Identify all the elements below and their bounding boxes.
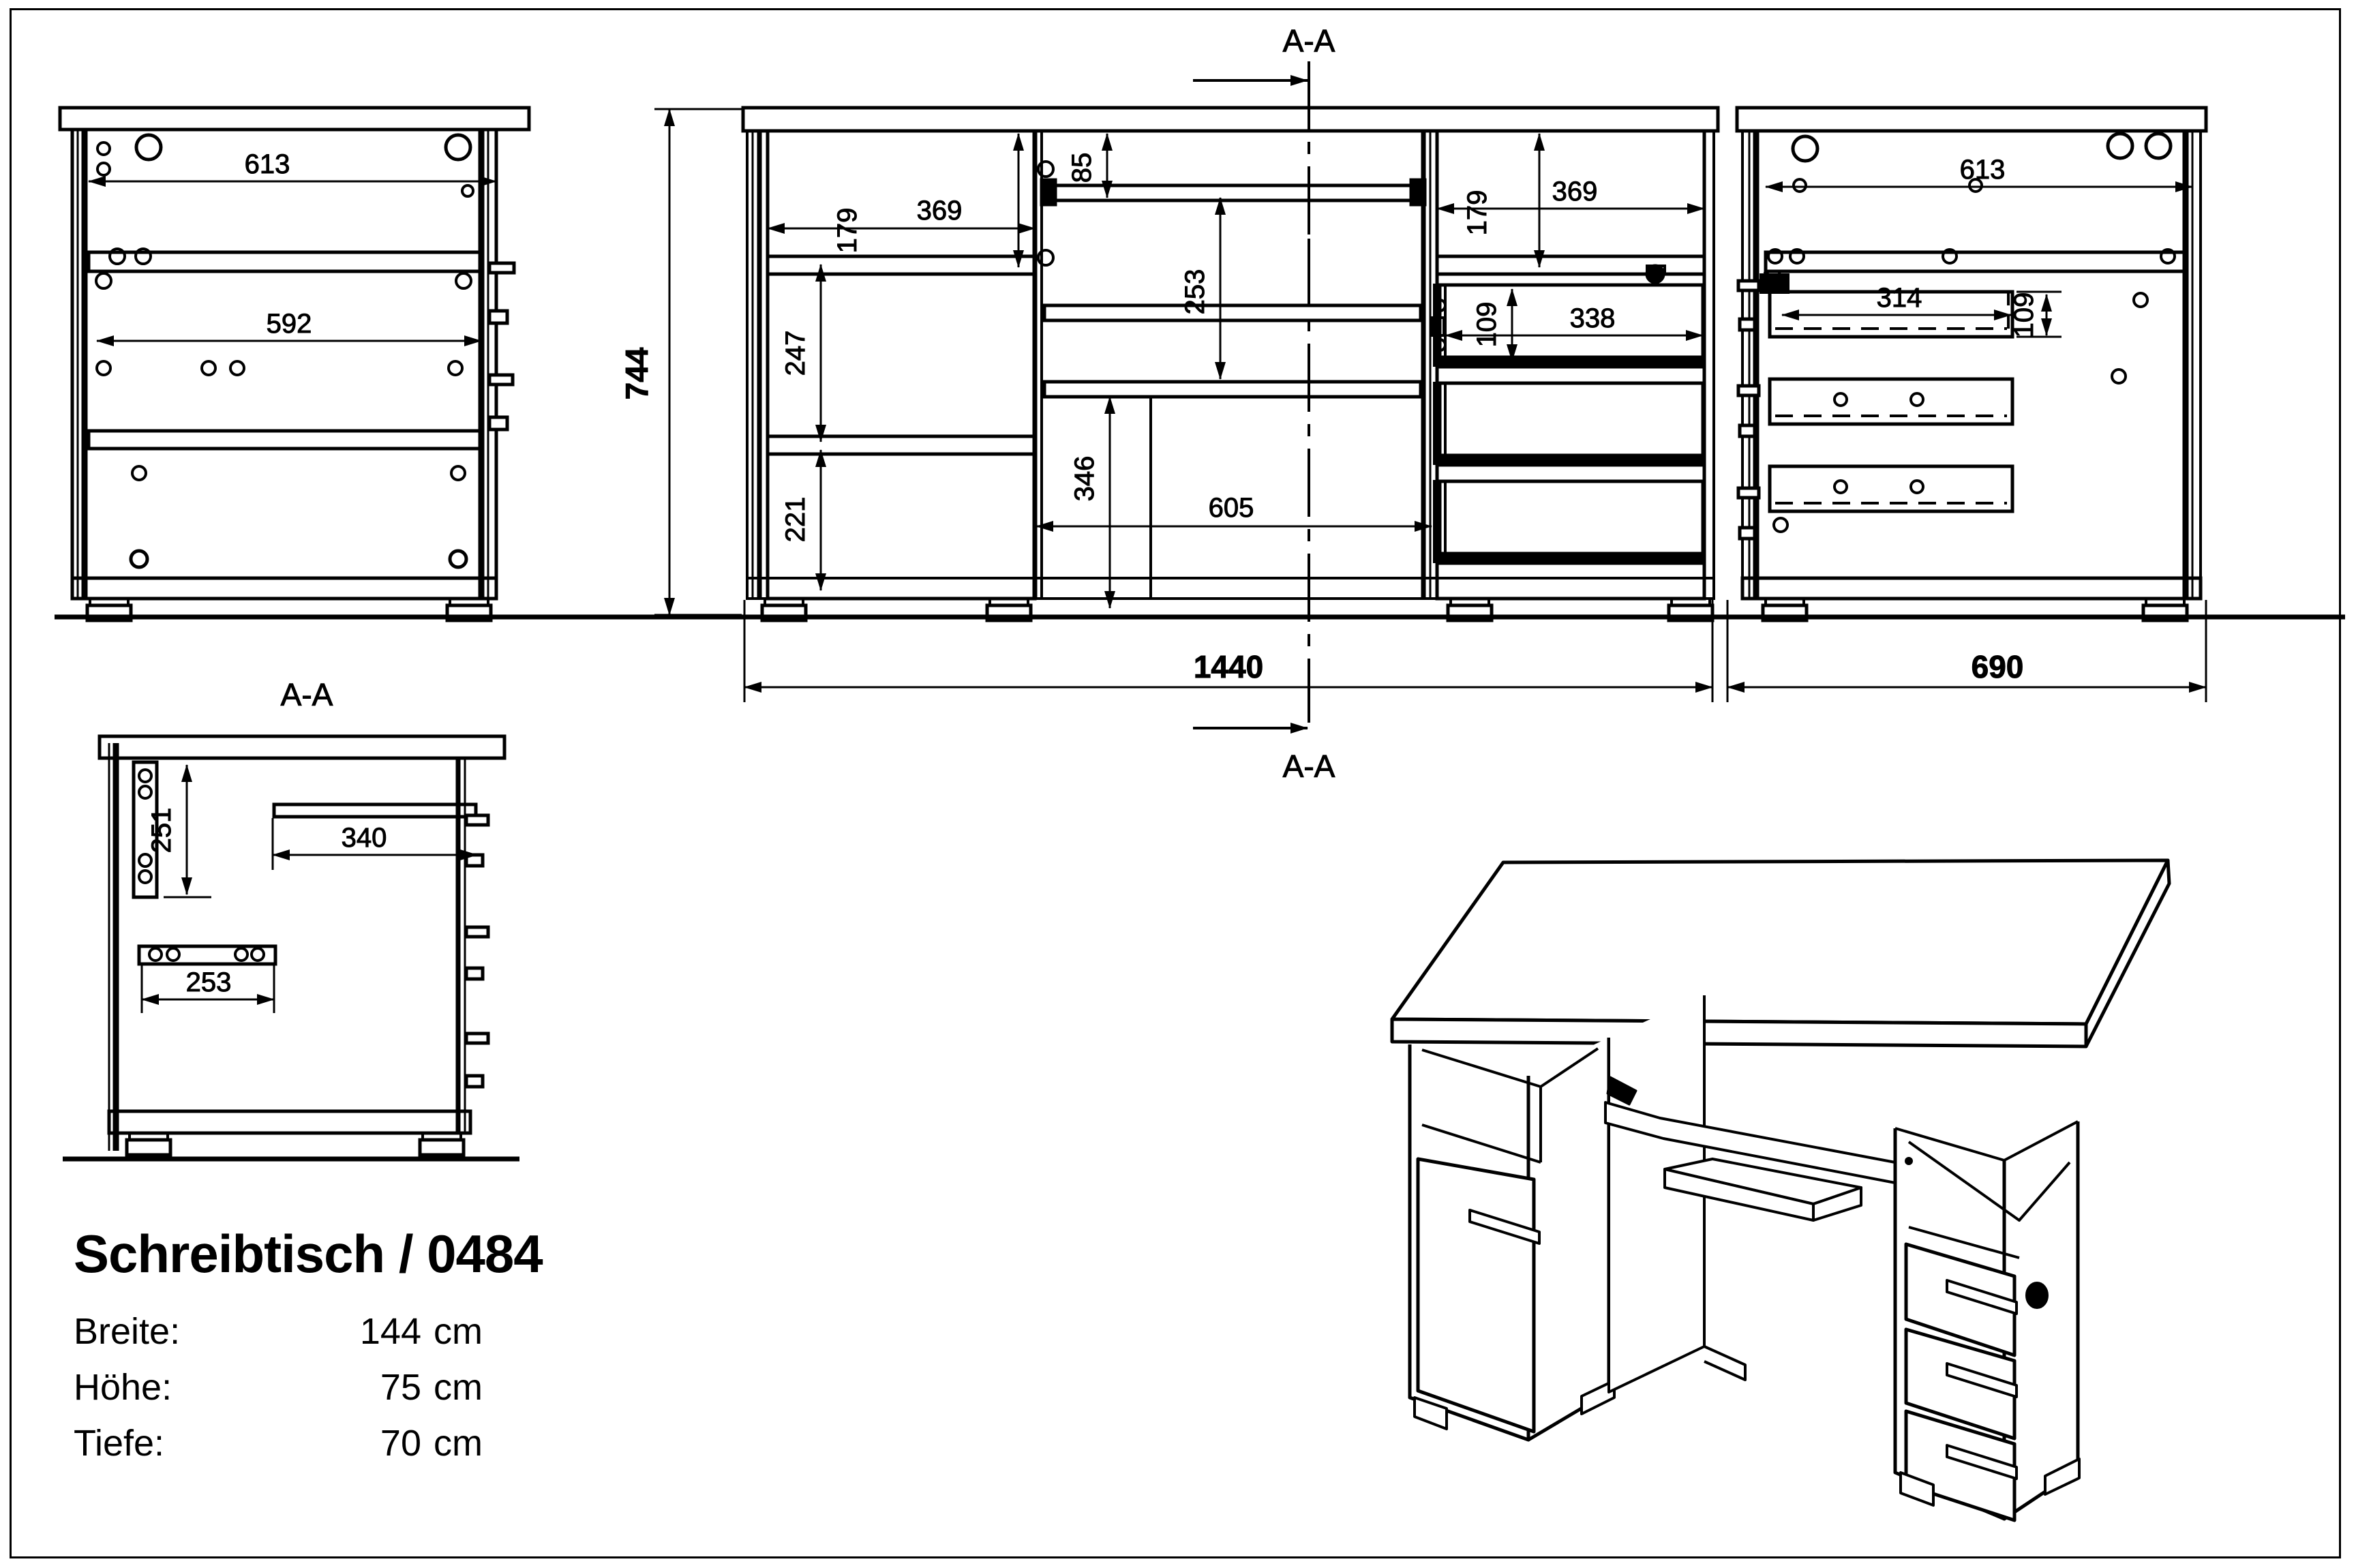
spec-value-breite: 144 — [359, 1311, 421, 1352]
spec-row-hoehe: Höhe: 75 cm — [74, 1359, 543, 1415]
spec-unit-hoehe: cm — [434, 1367, 483, 1408]
dim-section-251: 251 — [147, 808, 177, 854]
section-line-aa: A-A A-A — [1193, 23, 1335, 785]
front-elevation-view: 179 369 247 221 — [619, 106, 1720, 702]
dim-front-179-right: 179 — [1462, 190, 1492, 236]
page-border — [10, 8, 2341, 1558]
spec-label-breite: Breite: — [74, 1311, 181, 1352]
section-label-bottom: A-A — [1283, 749, 1335, 784]
dim-left-592: 592 — [267, 309, 312, 339]
spec-label-tiefe: Tiefe: — [74, 1423, 165, 1464]
dim-front-247: 247 — [781, 331, 811, 376]
dim-front-744: 744 — [619, 347, 654, 399]
spec-row-tiefe: Tiefe: 70 cm — [74, 1415, 543, 1471]
isometric-desk-view — [1390, 858, 2171, 1522]
dim-front-85: 85 — [1067, 153, 1097, 183]
section-view-aa: A-A — [63, 677, 519, 1162]
dim-front-369-right: 369 — [1552, 177, 1598, 207]
dim-front-605: 605 — [1209, 493, 1254, 523]
dim-section-253: 253 — [186, 967, 232, 997]
dim-front-369-left: 369 — [917, 196, 963, 226]
spec-row-breite: Breite: 144 cm — [74, 1303, 543, 1359]
dim-right-690: 690 — [1972, 649, 2024, 684]
dim-front-253: 253 — [1180, 269, 1210, 315]
dim-left-613: 613 — [245, 149, 290, 179]
spec-value-tiefe: 70 — [380, 1423, 421, 1464]
dim-front-338: 338 — [1570, 303, 1616, 333]
spec-unit-tiefe: cm — [434, 1423, 483, 1464]
right-elevation-view: 613 314 109 690 — [1726, 106, 2208, 702]
dim-right-613: 613 — [1960, 155, 2006, 185]
section-view-label: A-A — [281, 677, 333, 712]
dim-front-221: 221 — [781, 497, 811, 543]
spec-unit-breite: cm — [434, 1311, 483, 1352]
dim-right-109: 109 — [2009, 292, 2039, 338]
left-elevation-view: 613 592 — [58, 106, 531, 620]
dim-right-314: 314 — [1877, 283, 1922, 313]
dim-front-1440: 1440 — [1194, 649, 1263, 684]
dim-section-340: 340 — [342, 823, 387, 853]
product-title: Schreibtisch / 0484 — [74, 1224, 543, 1284]
spec-label-hoehe: Höhe: — [74, 1367, 172, 1408]
dim-front-346: 346 — [1070, 456, 1100, 502]
dim-front-179-left: 179 — [832, 208, 862, 254]
section-label-top: A-A — [1283, 23, 1335, 59]
title-block: Schreibtisch / 0484 Breite: 144 cm Höhe:… — [74, 1227, 543, 1471]
spec-value-hoehe: 75 — [380, 1367, 421, 1408]
dim-front-109: 109 — [1472, 302, 1502, 348]
